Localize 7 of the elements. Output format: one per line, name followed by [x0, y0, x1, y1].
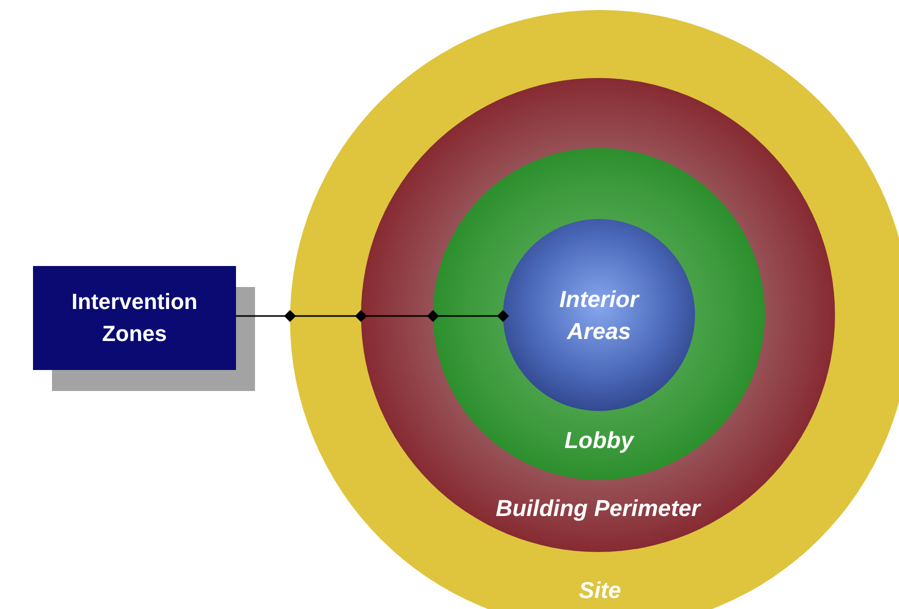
box-label: Intervention Zones: [70, 288, 198, 348]
title-box: [33, 266, 236, 370]
zone-label: Site: [578, 576, 622, 604]
connector-line: [236, 310, 296, 322]
zone-label: Building Perimeter: [496, 494, 700, 522]
zone-label: Lobby: [564, 426, 634, 454]
zone-label: Interior Areas: [558, 285, 640, 346]
